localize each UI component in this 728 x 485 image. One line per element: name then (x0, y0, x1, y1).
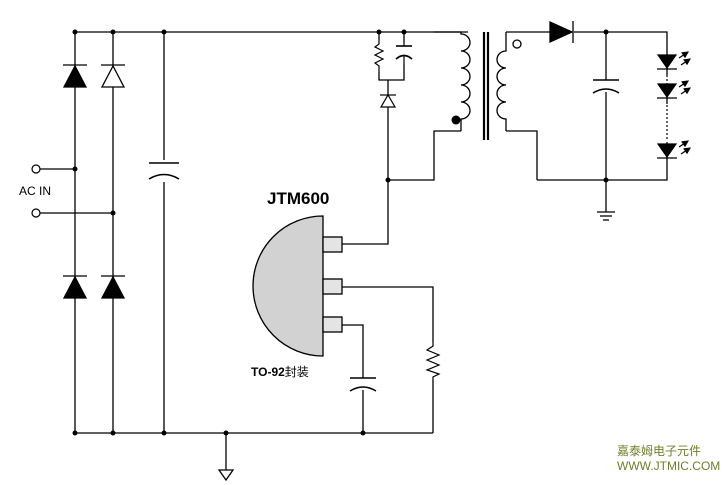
ac-input-terminals (31, 164, 41, 218)
controller-chip (252, 215, 343, 357)
led-2 (656, 80, 691, 99)
led-3 (656, 140, 691, 159)
rcd-snubber (373, 40, 413, 108)
led-1 (656, 51, 691, 70)
sense-resistor (425, 342, 441, 380)
watermark-line-2: WWW.JTMIC.COM (617, 459, 721, 473)
ground-symbol (217, 469, 235, 482)
bridge-diode-2 (100, 64, 126, 88)
bridge-diode-4 (100, 275, 126, 299)
compensation-capacitor (349, 377, 377, 392)
ac-input-label: AC IN (19, 184, 52, 198)
secondary-winding (496, 32, 507, 131)
primary-winding (460, 32, 471, 131)
watermark-line-1: 嘉泰姆电子元件 (617, 444, 702, 458)
bridge-diode-1 (62, 64, 88, 88)
wires (40, 31, 668, 470)
output-diode (549, 20, 574, 44)
flyback-transformer (451, 32, 522, 140)
led-string (656, 51, 691, 159)
bridge-diode-3 (62, 275, 88, 299)
snubber-diode (379, 93, 397, 108)
junctions (72, 29, 609, 436)
chip-pin-fb (322, 278, 343, 295)
bridge-rectifier (62, 64, 126, 299)
output-capacitor (592, 79, 620, 94)
controller-label: JTM600 (267, 189, 330, 208)
snubber-resistor (373, 40, 385, 72)
package-suffix: 封装 (284, 365, 309, 379)
package-part: TO-92 (251, 365, 285, 379)
snubber-capacitor (395, 42, 413, 64)
bulk-capacitor (146, 160, 182, 182)
chip-pin-comp (322, 316, 343, 333)
chip-pin-drain (322, 236, 343, 253)
package-label: TO-92封装 (251, 363, 309, 380)
output-ground (597, 211, 615, 221)
